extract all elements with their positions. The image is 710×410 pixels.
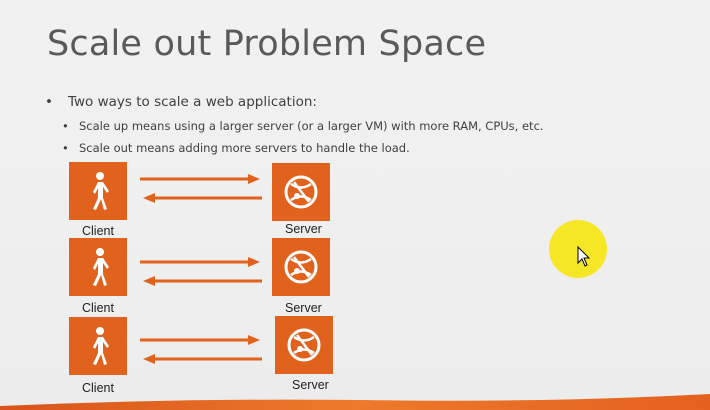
walking-person-icon (93, 327, 109, 365)
footer-accent-band (0, 394, 710, 410)
server-label: Server (292, 378, 329, 392)
sub-bullet-text: Scale out means adding more servers to h… (79, 141, 410, 155)
walking-person-icon (93, 172, 109, 210)
globe-icon (287, 328, 321, 362)
globe-icon (284, 250, 318, 284)
server-tile (272, 238, 330, 296)
sub-bullet-text: Scale up means using a larger server (or… (79, 119, 544, 133)
server-label: Server (285, 301, 322, 315)
client-tile (69, 238, 127, 296)
bullet-glyph: • (62, 141, 69, 155)
walking-person-icon (93, 248, 109, 286)
mouse-cursor-icon (577, 246, 591, 267)
client-label: Client (82, 381, 114, 395)
request-response-arrows (140, 257, 262, 286)
client-label: Client (82, 224, 114, 238)
server-label: Server (285, 222, 322, 236)
server-tile (272, 163, 330, 221)
globe-icon (284, 175, 318, 209)
request-response-arrows (140, 335, 262, 364)
request-response-arrows (140, 174, 262, 203)
client-label: Client (82, 301, 114, 315)
bullet-glyph: • (62, 119, 69, 133)
server-tile (275, 316, 333, 374)
slide-title: Scale out Problem Space (47, 24, 487, 64)
client-tile (69, 317, 127, 375)
bullet-main-text: Two ways to scale a web application: (68, 94, 317, 110)
client-tile (69, 162, 127, 220)
bullet-glyph: • (45, 94, 53, 110)
